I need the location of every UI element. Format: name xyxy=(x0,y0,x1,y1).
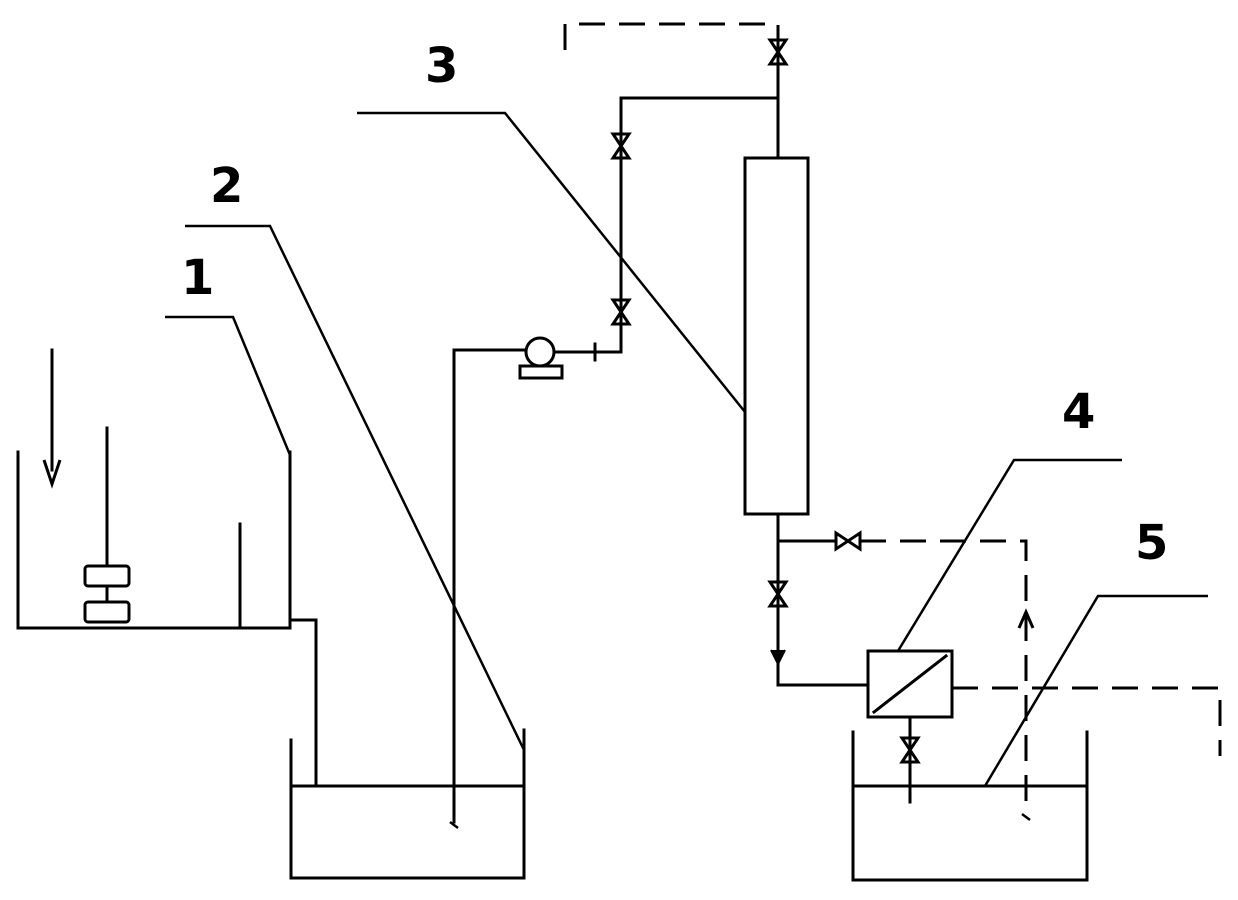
pump-icon xyxy=(518,336,564,380)
label-4: 4 xyxy=(1062,384,1095,440)
leader-line-2 xyxy=(185,224,526,751)
feed-arrow-icon xyxy=(42,348,62,489)
valve-icon xyxy=(767,38,789,66)
label-2: 2 xyxy=(210,158,243,214)
valve-icon xyxy=(610,298,632,326)
suction-pipe xyxy=(452,348,528,824)
tank-5 xyxy=(851,730,1089,882)
dashed-bypass-top xyxy=(563,22,780,50)
leader-line-5 xyxy=(983,594,1208,787)
valve-icon xyxy=(834,530,862,552)
column-outlet-pipe xyxy=(776,512,870,687)
dashed-recycle-line xyxy=(860,539,1028,814)
tank-1 xyxy=(16,450,292,630)
flow-arrow-icon xyxy=(1017,608,1035,629)
valve-icon xyxy=(767,580,789,608)
valve-icon xyxy=(610,132,632,160)
valve-icon xyxy=(899,736,921,764)
column-3 xyxy=(743,156,810,516)
agitator-icon xyxy=(83,426,131,624)
tank-2 xyxy=(289,728,526,880)
label-5: 5 xyxy=(1135,515,1168,571)
dashed-filter-outlet xyxy=(952,686,1222,756)
filter-4 xyxy=(866,649,954,719)
label-1: 1 xyxy=(181,250,214,306)
leader-line-4 xyxy=(896,458,1122,652)
overflow-pipe xyxy=(288,618,318,788)
flow-arrow-icon xyxy=(770,649,786,667)
discharge-pipe xyxy=(552,38,780,354)
label-3: 3 xyxy=(425,38,458,94)
leader-line-1 xyxy=(165,315,292,456)
leader-line-3 xyxy=(357,111,746,413)
